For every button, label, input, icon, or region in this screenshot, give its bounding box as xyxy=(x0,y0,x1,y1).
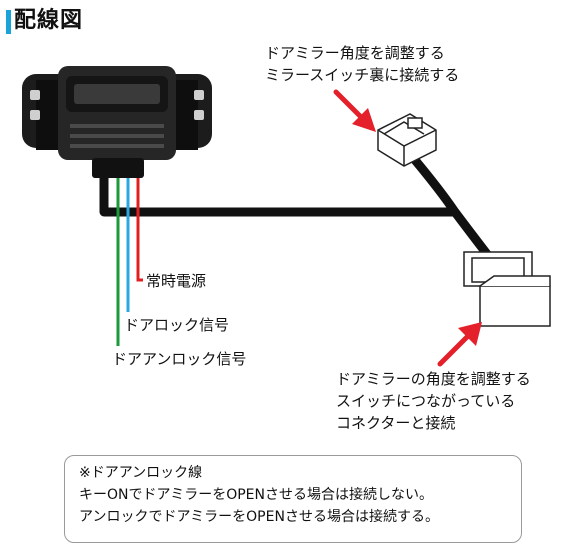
control-unit xyxy=(22,66,212,178)
title-accent-bar xyxy=(6,10,11,34)
note-box: ※ドアアンロック線 キーONでドアミラーをOPENさせる場合は接続しない。 アン… xyxy=(64,455,522,543)
top-connector-label-line: ドアミラー角度を調整する xyxy=(265,44,445,62)
wire-power xyxy=(136,168,143,282)
arrow-bottom xyxy=(437,322,482,367)
wire-lock-label: ドアロック信号 xyxy=(124,316,230,334)
note-heading: ※ドアアンロック線 xyxy=(79,465,203,481)
wire-unlock-label: ドアアンロック信号 xyxy=(112,350,247,368)
page-title: 配線図 xyxy=(14,8,84,33)
bottom-connector-label-line: コネクターと接続 xyxy=(336,414,456,432)
top-connector xyxy=(377,113,437,167)
bottom-connector-label-line: ドアミラーの角度を調整する xyxy=(336,370,531,388)
main-harness-cable xyxy=(99,168,455,217)
bottom-connector-label-line: スイッチにつながっている xyxy=(336,392,516,410)
bottom-connector xyxy=(463,251,551,327)
bottom-connector-label: ドアミラーの角度を調整する スイッチにつながっている コネクターと接続 xyxy=(336,368,531,434)
note-line: アンロックでドアミラーをOPENさせる場合は接続する。 xyxy=(79,509,439,525)
top-connector-cable xyxy=(410,155,495,263)
top-connector-label: ドアミラー角度を調整する ミラースイッチ裏に接続する xyxy=(265,42,459,86)
wire-power-label: 常時電源 xyxy=(146,272,207,290)
arrow-top xyxy=(333,89,376,132)
top-connector-label-line: ミラースイッチ裏に接続する xyxy=(265,66,460,84)
note-line: キーONでドアミラーをOPENさせる場合は接続しない。 xyxy=(79,487,433,503)
